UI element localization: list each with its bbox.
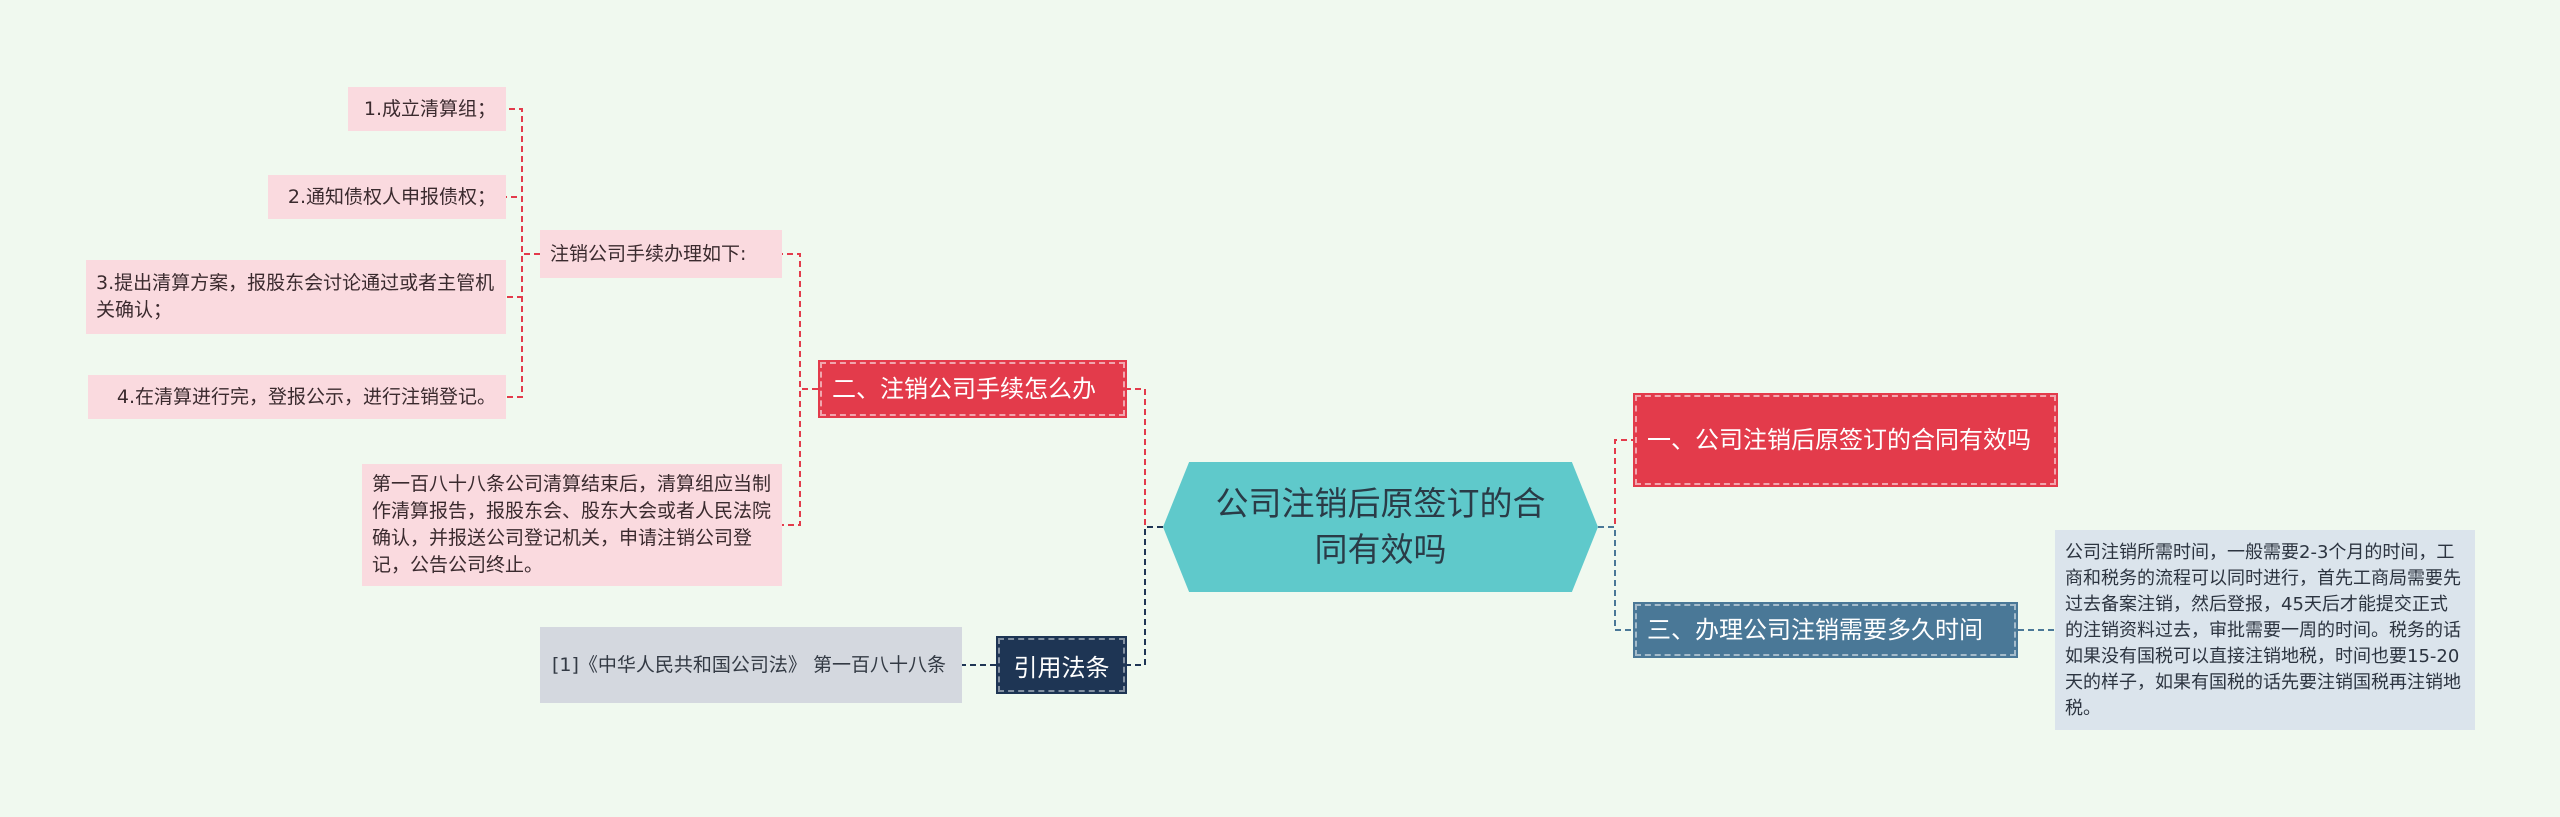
connector-center-left-bottom [1127, 526, 1163, 666]
step-node-2[interactable]: 2.通知债权人申报债权； [268, 175, 506, 219]
connector-step-4 [506, 253, 540, 398]
branch-contract-validity[interactable]: 一、公司注销后原签订的合同有效吗 [1633, 393, 2058, 487]
step-text-4: 4.在清算进行完，登报公示，进行注销登记。 [116, 385, 496, 408]
procedure-heading-text: 注销公司手续办理如下: [550, 242, 747, 265]
article-188-note[interactable]: 第一百八十八条公司清算结束后，清算组应当制作清算报告，报股东会、股东大会或者人民… [362, 464, 782, 586]
duration-detail-text: 公司注销所需时间，一般需要2-3个月的时间，工商和税务的流程可以同时进行，首先工… [2065, 542, 2461, 719]
step-node-4[interactable]: 4.在清算进行完，登报公示，进行注销登记。 [88, 375, 506, 419]
connector-branch-procedure [782, 253, 818, 390]
branch-procedure[interactable]: 二、注销公司手续怎么办 [818, 360, 1127, 418]
article-188-text: 第一百八十八条公司清算结束后，清算组应当制作清算报告，报股东会、股东大会或者人民… [372, 473, 772, 576]
connector-step-2 [506, 196, 540, 255]
step-text-3: 3.提出清算方案，报股东会讨论通过或者主管机关确认； [96, 272, 495, 321]
law-reference-note[interactable]: [1]《中华人民共和国公司法》 第一百八十八条 [540, 627, 962, 703]
step-node-3[interactable]: 3.提出清算方案，报股东会讨论通过或者主管机关确认； [86, 260, 506, 334]
center-topic-title: 公司注销后原签订的合同有效吗 [1215, 484, 1546, 569]
branch-cancellation-duration[interactable]: 三、办理公司注销需要多久时间 [1633, 602, 2018, 658]
center-topic[interactable]: 公司注销后原签订的合同有效吗 [1163, 462, 1598, 592]
duration-detail-note[interactable]: 公司注销所需时间，一般需要2-3个月的时间，工商和税务的流程可以同时进行，首先工… [2055, 530, 2475, 730]
law-reference-text: [1]《中华人民共和国公司法》 第一百八十八条 [552, 653, 946, 676]
connector-step-1 [506, 108, 540, 255]
procedure-heading-node[interactable]: 注销公司手续办理如下: [540, 230, 782, 278]
branch-cited-law[interactable]: 引用法条 [996, 636, 1127, 694]
connector-center-right-top [1598, 439, 1633, 528]
branch-cancellation-duration-label: 三、办理公司注销需要多久时间 [1647, 616, 1983, 644]
step-node-1[interactable]: 1.成立清算组； [348, 87, 506, 131]
connector-center-right-bottom [1598, 526, 1633, 631]
branch-procedure-label: 二、注销公司手续怎么办 [832, 375, 1096, 403]
step-text-2: 2.通知债权人申报债权； [287, 185, 496, 208]
step-text-1: 1.成立清算组； [363, 97, 496, 120]
branch-cited-law-label: 引用法条 [1013, 653, 1110, 682]
connector-branch-article [782, 388, 818, 526]
connector-center-left-top [1127, 388, 1163, 528]
branch-contract-validity-label: 一、公司注销后原签订的合同有效吗 [1647, 426, 2031, 454]
